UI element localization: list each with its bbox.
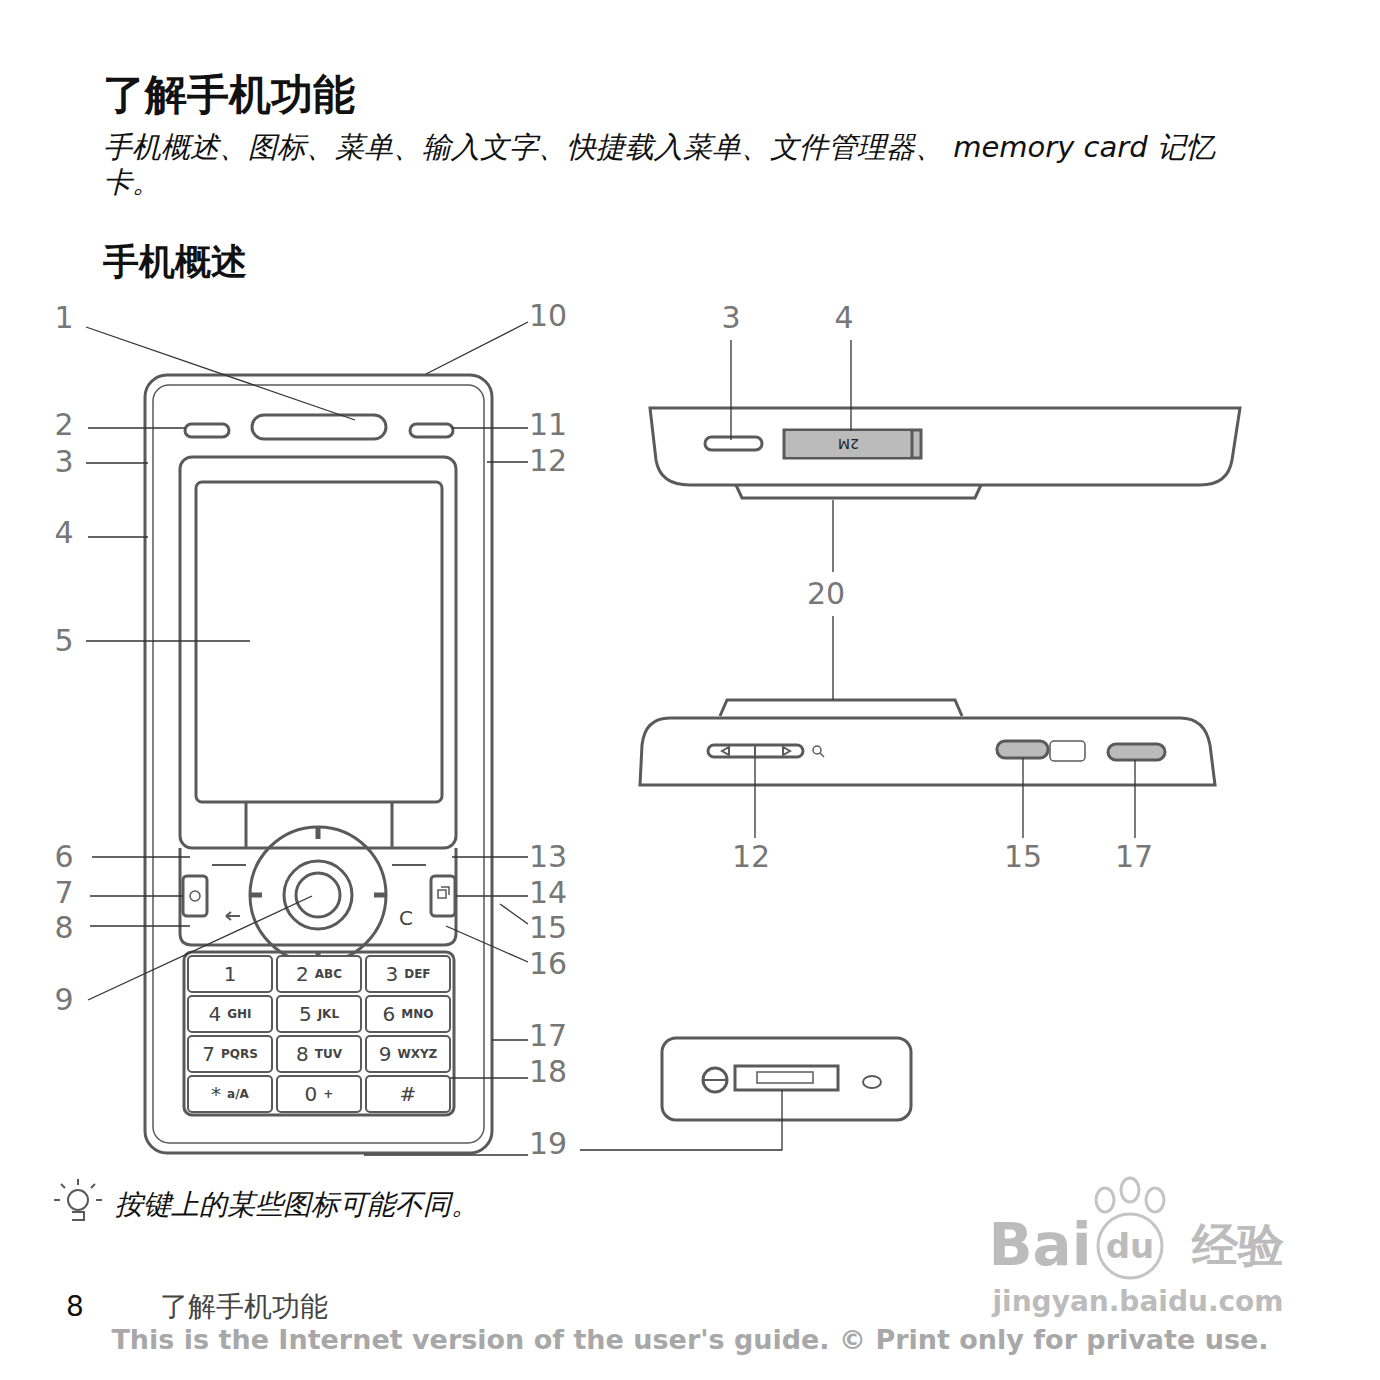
- keypad-key: 2 ABC: [276, 955, 362, 993]
- page-text: This is the Internet version of the user…: [111, 1324, 1268, 1356]
- key-text: 2M: [838, 436, 859, 452]
- keypad-key: 6 MNO: [365, 995, 451, 1033]
- key-text: JKL: [318, 1007, 339, 1021]
- key-text: #: [400, 1082, 417, 1106]
- callout-number: 3: [721, 300, 740, 336]
- callout-number: 6: [54, 839, 73, 875]
- key-text: 5: [299, 1002, 312, 1026]
- callout-number: 15: [529, 910, 567, 946]
- callout-number: 13: [529, 839, 567, 875]
- key-text: a/A: [227, 1087, 249, 1101]
- keypad-key: 0+: [276, 1075, 362, 1113]
- key-text: *: [211, 1082, 221, 1106]
- callout-number: 3: [54, 444, 73, 480]
- page-text: 按键上的某些图标可能不同。: [115, 1188, 479, 1222]
- callout-number: 12: [732, 839, 770, 875]
- keypad-key: 4 GHI: [187, 995, 273, 1033]
- key-text: +: [323, 1087, 333, 1101]
- callout-number: 15: [1004, 839, 1042, 875]
- key-text: 8: [296, 1042, 309, 1066]
- page-text: du: [1106, 1226, 1155, 1267]
- key-text: 6: [383, 1002, 396, 1026]
- callout-number: 16: [529, 946, 567, 982]
- page-text: 了解手机功能: [160, 1290, 328, 1324]
- callout-number: 17: [1115, 839, 1153, 875]
- keypad-key: #: [365, 1075, 451, 1113]
- callout-number: 18: [529, 1054, 567, 1090]
- key-text: 9: [379, 1042, 392, 1066]
- callout-number: 11: [529, 407, 567, 443]
- keypad-key: * a/A: [187, 1075, 273, 1113]
- key-text: WXYZ: [397, 1047, 437, 1061]
- key-text: 1: [224, 962, 237, 986]
- camera-slider: 2M: [786, 431, 910, 457]
- callout-number: 9: [54, 982, 73, 1018]
- keypad-key: 8 TUV: [276, 1035, 362, 1073]
- callout-number: 5: [54, 623, 73, 659]
- keypad-key: 5 JKL: [276, 995, 362, 1033]
- callout-number: 7: [54, 875, 73, 911]
- key-text: TUV: [315, 1047, 342, 1061]
- keypad-key: 9 WXYZ: [365, 1035, 451, 1073]
- page-text: 8: [66, 1290, 84, 1324]
- key-text: DEF: [404, 967, 430, 981]
- key-text: ABC: [315, 967, 342, 981]
- callout-number: 17: [529, 1018, 567, 1054]
- callout-number: 19: [529, 1126, 567, 1162]
- callout-number: 4: [54, 515, 73, 551]
- key-text: PQRS: [221, 1047, 258, 1061]
- key-text: MNO: [401, 1007, 433, 1021]
- page-text: C: [399, 906, 413, 930]
- key-text: 7: [202, 1042, 215, 1066]
- key-text: GHI: [227, 1007, 251, 1021]
- callout-number: 2: [54, 407, 73, 443]
- keypad-key: 7 PQRS: [187, 1035, 273, 1073]
- callout-number: 14: [529, 875, 567, 911]
- callout-number: 10: [529, 298, 567, 334]
- section-heading: 手机概述: [103, 240, 247, 283]
- subtitle: 手机概述、图标、菜单、输入文字、快捷载入菜单、文件管理器、 memory car…: [103, 130, 1253, 200]
- key-text: 3: [385, 962, 398, 986]
- page-title: 了解手机功能: [103, 70, 355, 120]
- key-text: 4: [208, 1002, 221, 1026]
- key-text: 0: [305, 1082, 318, 1106]
- callout-number: 4: [834, 300, 853, 336]
- page-text: jingyan.baidu.com: [992, 1285, 1283, 1319]
- keypad-key: 3 DEF: [365, 955, 451, 993]
- page-text: Bai: [988, 1211, 1091, 1281]
- callout-number: 20: [807, 576, 845, 612]
- callout-number: 12: [529, 443, 567, 479]
- callout-number: 1: [54, 300, 73, 336]
- keypad-key: 1: [187, 955, 273, 993]
- callout-number: 8: [54, 910, 73, 946]
- key-text: 2: [296, 962, 309, 986]
- page-text: 经验: [1192, 1218, 1284, 1273]
